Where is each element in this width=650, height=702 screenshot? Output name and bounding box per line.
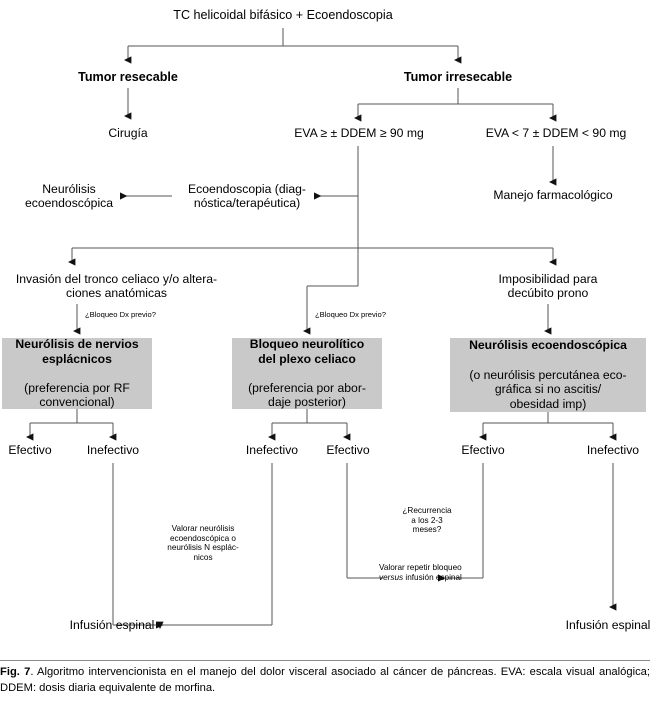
- box2-subtext: (preferencia por abor- daje posterior): [248, 380, 366, 410]
- node-invasion-tronco-celiaco: Invasión del tronco celiaco y/o altera- …: [15, 272, 218, 301]
- box1-heading: Neurólisis de nervios esplácnicos: [15, 336, 139, 366]
- box-neurolisis-nervios-esplacnicos[interactable]: Neurólisis de nervios esplácnicos (prefe…: [2, 336, 152, 410]
- outcome-left-effective: Efectivo: [8, 443, 52, 457]
- node-eva-low: EVA < 7 ± DDEM < 90 mg: [485, 126, 627, 140]
- node-neurolisis-ecoendoscopica: Neurólisis ecoendoscópica: [24, 182, 114, 211]
- note-repeat-versus: versus: [379, 572, 404, 582]
- node-manejo-farmacologico: Manejo farmacológico: [493, 188, 613, 202]
- node-cirugia: Cirugía: [108, 126, 148, 140]
- outcome-right-ineffective: Inefectivo: [586, 443, 640, 457]
- node-ecoendoscopia-diagnostica: Ecoendoscopia (diag- nóstica/terapéutica…: [188, 182, 306, 211]
- figure-label: Fig. 7: [0, 666, 31, 678]
- box2-heading: Bloqueo neurolítico del plexo celiaco: [249, 336, 365, 366]
- note-valorar-repetir-bloqueo: Valorar repetir bloqueo versus infusión …: [379, 563, 475, 582]
- node-eva-high: EVA ≥ ± DDEM ≥ 90 mg: [294, 126, 424, 140]
- node-tumor-irresectable: Tumor irresecable: [403, 70, 513, 84]
- box3-subtext: (o neurólisis percutánea eco- gráfica si…: [469, 367, 627, 411]
- label-bloqueo-dx-previo-left: ¿Bloqueo Dx previo?: [85, 310, 156, 319]
- outcome-mid-effective: Efectivo: [326, 443, 370, 457]
- note-repeat-part1: Valorar repetir bloqueo: [379, 563, 462, 572]
- box3-heading: Neurólisis ecoendoscópica: [469, 338, 627, 353]
- outcome-right-effective: Efectivo: [461, 443, 505, 457]
- figure-caption: Fig. 7. Algoritmo intervencionista en el…: [0, 664, 650, 696]
- outcome-left-ineffective: Inefectivo: [86, 443, 140, 457]
- note-valorar-neurolisis: Valorar neurólisis ecoendoscópica o neur…: [167, 524, 239, 563]
- box-neurolisis-ecoendoscopica[interactable]: Neurólisis ecoendoscópica (o neurólisis …: [450, 338, 646, 412]
- note-repeat-part2: infusión espinal: [403, 572, 462, 582]
- node-tumor-resectable: Tumor resecable: [78, 70, 178, 84]
- caption-divider: [0, 660, 650, 661]
- node-infusion-espinal-left: Infusión espinal: [69, 618, 155, 632]
- node-infusion-espinal-right: Infusión espinal: [565, 618, 650, 632]
- note-recurrencia: ¿Recurrencia a los 2-3 meses?: [402, 506, 452, 535]
- node-imposibilidad-decubito-prono: Imposibilidad para decúbito prono: [498, 272, 598, 301]
- box1-subtext: (preferencia por RF convencional): [24, 380, 130, 410]
- box-bloqueo-neurolitico-plexo-celiaco[interactable]: Bloqueo neurolítico del plexo celiaco (p…: [232, 336, 382, 410]
- outcome-mid-ineffective: Inefectivo: [245, 443, 299, 457]
- node-root: TC helicoidal bifásico + Ecoendoscopia: [173, 8, 393, 22]
- label-bloqueo-dx-previo-mid: ¿Bloqueo Dx previo?: [315, 310, 386, 319]
- figure-caption-text: . Algoritmo intervencionista en el manej…: [0, 666, 650, 695]
